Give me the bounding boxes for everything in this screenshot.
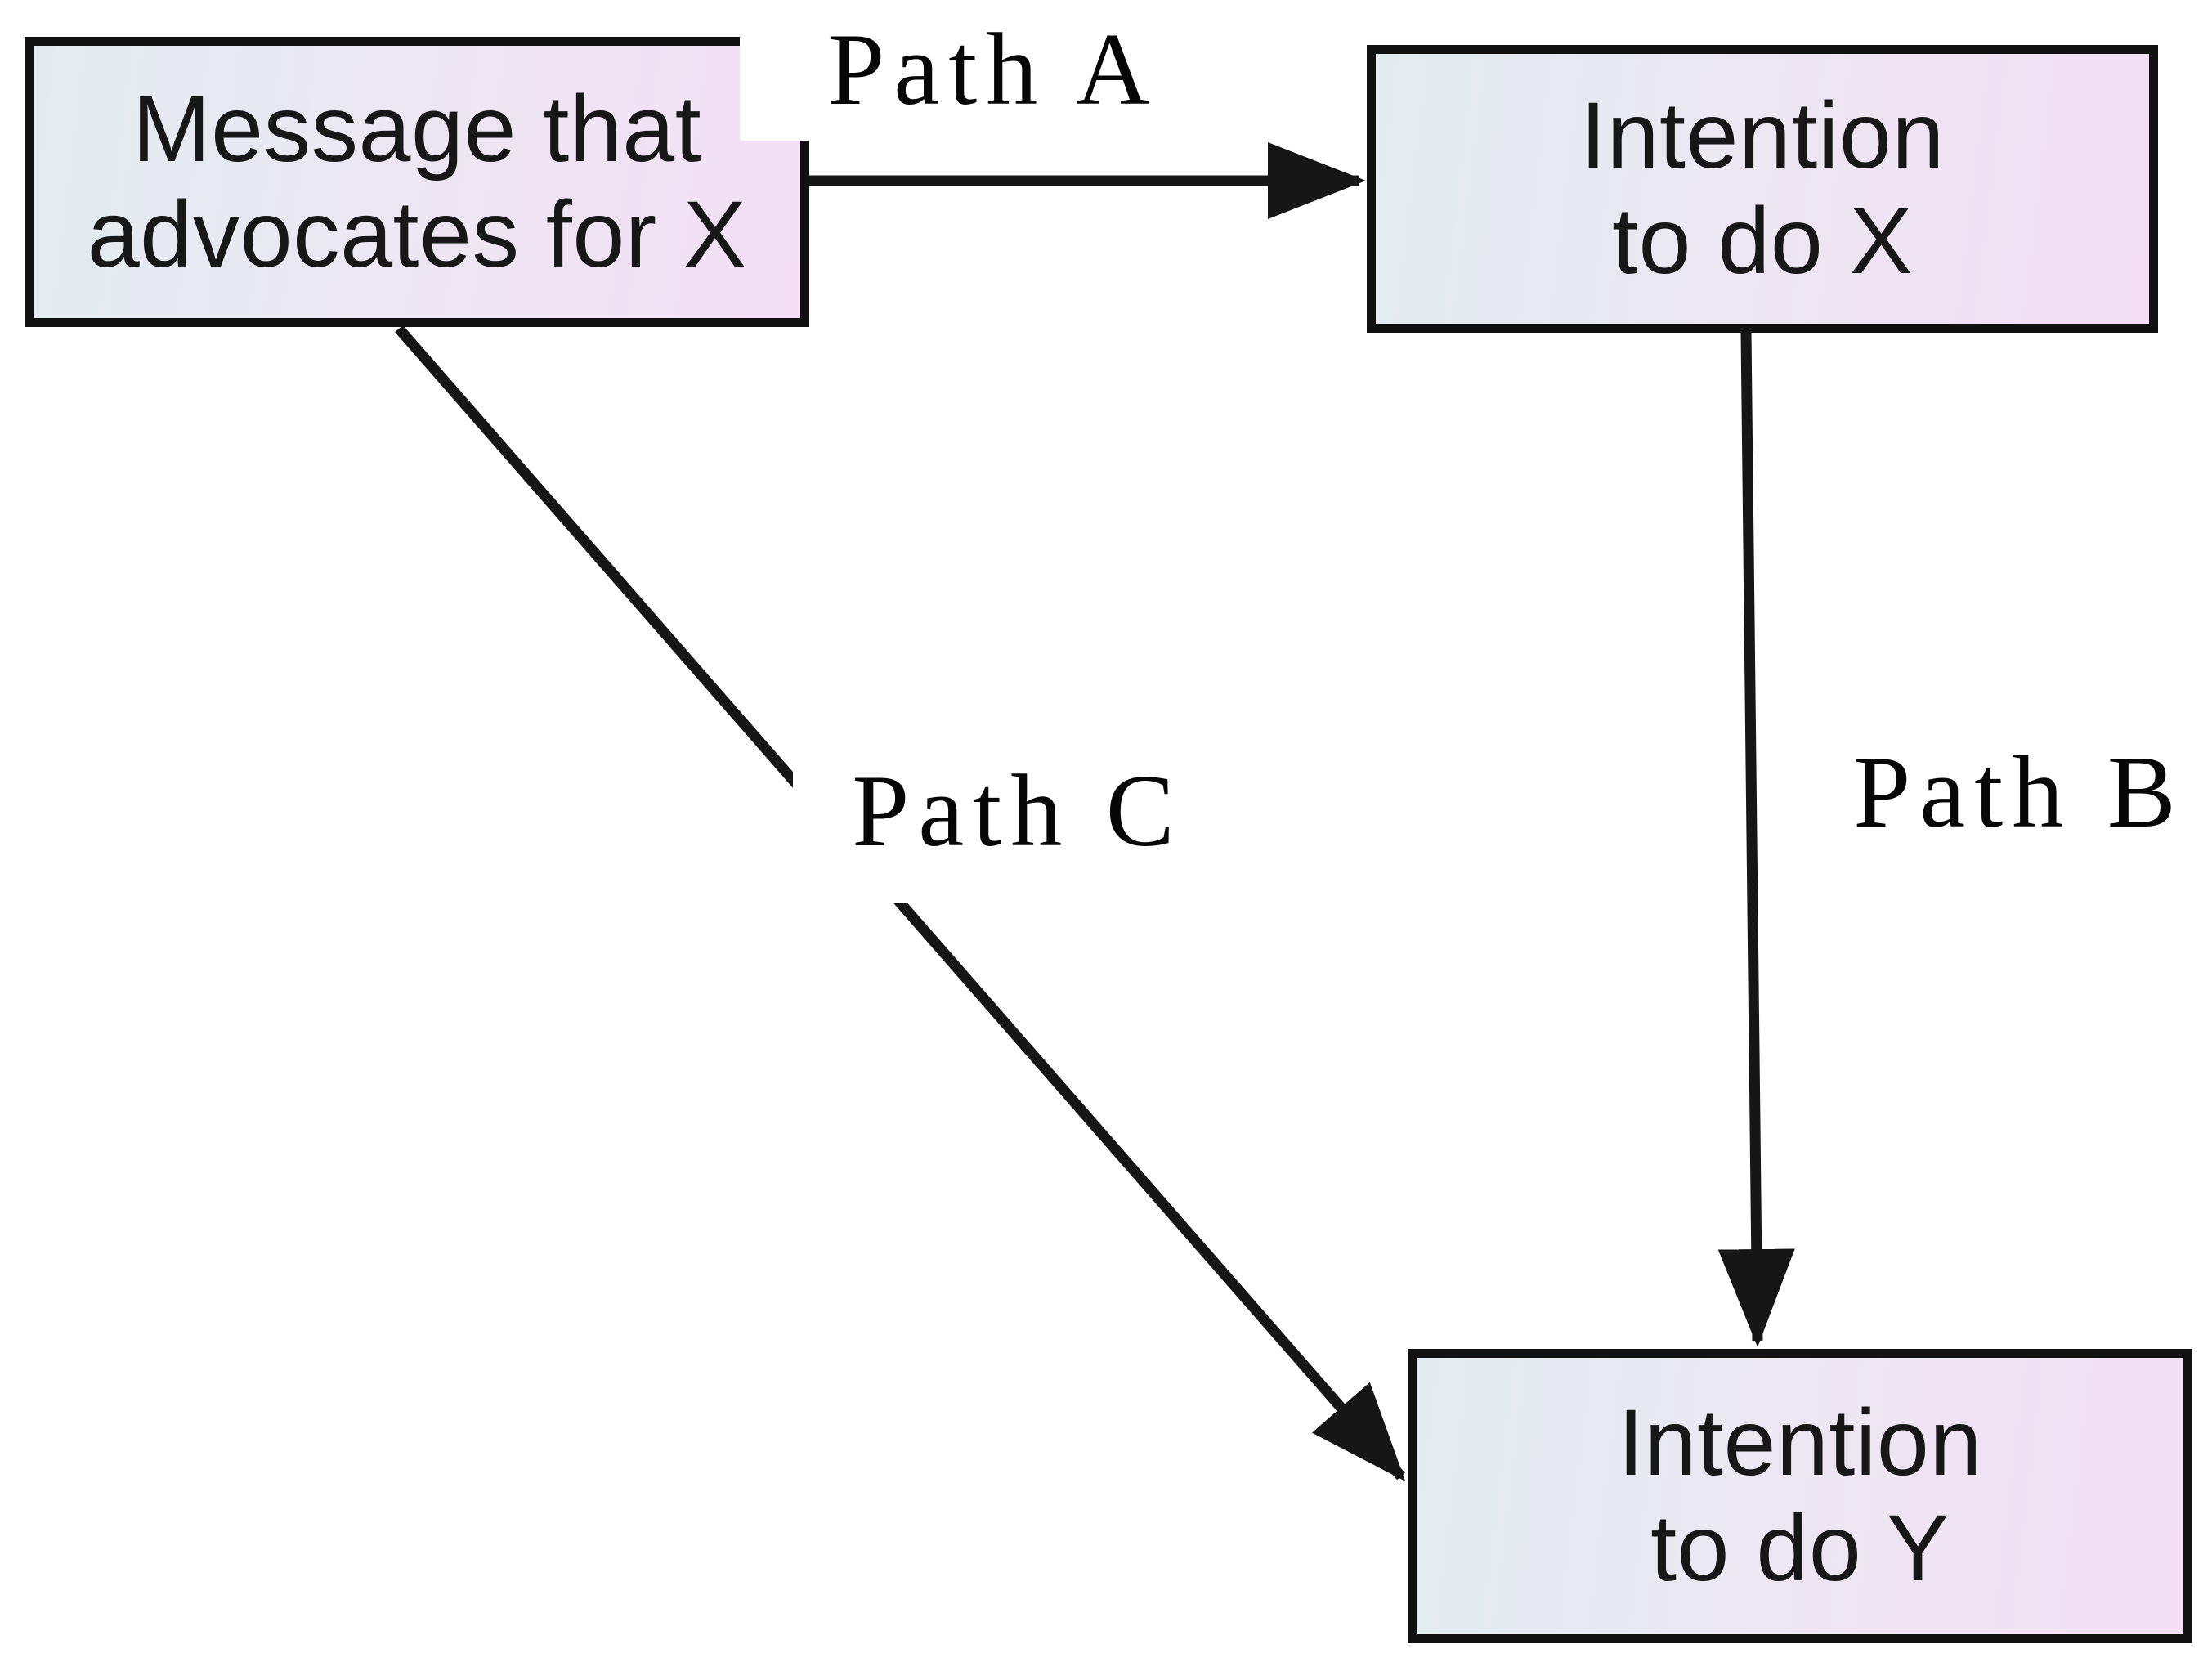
node-intention-y-label: Intention to do Y (1618, 1391, 1982, 1601)
path-b-label-text: Path B (1853, 736, 2185, 849)
node-intention-x-label: Intention to do X (1580, 83, 1945, 293)
path-a-label: Path A (740, 0, 1247, 141)
path-a-label-text: Path A (827, 13, 1159, 127)
node-intention-x-box: Intention to do X (1367, 45, 2158, 333)
node-message-box: Message that advocates for X (25, 37, 809, 327)
node-intention-y-box: Intention to do Y (1408, 1349, 2192, 1643)
path-c-label-text: Path C (852, 754, 1184, 868)
path-b-arrow (1717, 331, 1795, 1347)
path-b-label: Path B (1835, 721, 2203, 865)
node-message-label: Message that advocates for X (87, 76, 747, 287)
path-c-label: Path C (793, 719, 1243, 903)
